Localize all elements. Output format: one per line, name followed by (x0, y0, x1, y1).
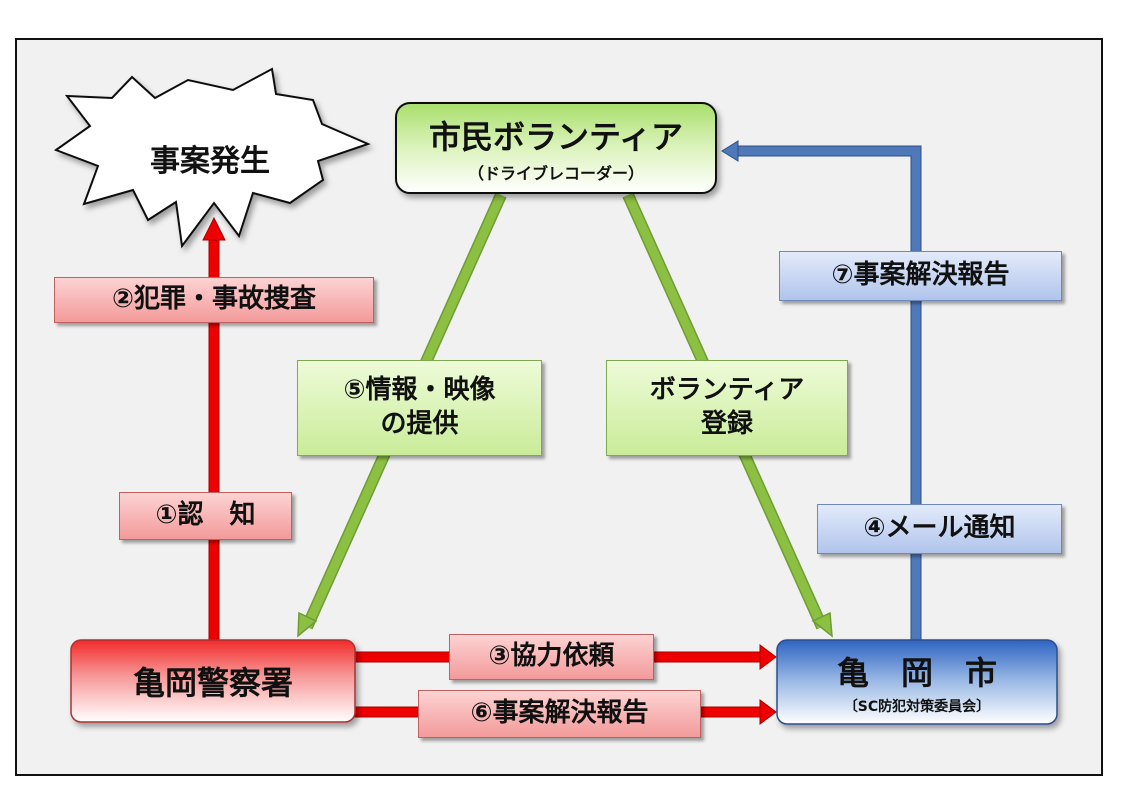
label-report-to-volunteer: ⑦事案解決報告 (779, 251, 1062, 301)
volunteer-box (395, 102, 717, 194)
volunteer-subtitle: （ドライブレコーダー） (467, 164, 644, 183)
incident-label: 事案発生 (150, 144, 270, 179)
label-info-line1: ⑤情報・映像 (343, 375, 496, 406)
city-box (776, 639, 1058, 725)
label-recognition-text: ①認 知 (155, 500, 256, 531)
volunteer-title: 市民ボランティア (428, 118, 684, 156)
city-title: 亀 岡 市 (836, 654, 997, 692)
label-info-provision: ⑤情報・映像 の提供 (297, 360, 542, 456)
police-label: 亀岡警察署 (132, 664, 293, 702)
incident-node: 事案発生 (110, 130, 310, 186)
label-recognition: ①認 知 (119, 492, 292, 540)
label-report-to-volunteer-text: ⑦事案解決報告 (831, 260, 1010, 291)
label-cooperation-text: ③協力依頼 (488, 641, 615, 672)
volunteer-node: 市民ボランティア （ドライブレコーダー） (396, 103, 716, 193)
police-node: 亀岡警察署 (71, 640, 355, 722)
label-report-to-city: ⑥事案解決報告 (418, 690, 701, 738)
label-report-to-city-text: ⑥事案解決報告 (470, 698, 649, 729)
incident-starburst (53, 67, 371, 249)
city-subtitle: 〔SC防犯対策委員会〕 (843, 699, 991, 715)
label-mail-text: ④メール通知 (863, 513, 1016, 544)
label-investigation-text: ②犯罪・事故捜査 (111, 284, 316, 315)
label-investigation: ②犯罪・事故捜査 (54, 277, 374, 323)
label-volunteer-registration: ボランティア 登録 (606, 360, 848, 456)
city-node: 亀 岡 市 〔SC防犯対策委員会〕 (777, 640, 1057, 724)
label-mail-notification: ④メール通知 (817, 504, 1062, 554)
label-cooperation: ③協力依頼 (449, 634, 654, 680)
police-box (70, 639, 356, 723)
label-info-line2: の提供 (380, 409, 459, 439)
label-register-line1: ボランティア (649, 375, 805, 406)
label-register-line2: 登録 (700, 409, 753, 439)
